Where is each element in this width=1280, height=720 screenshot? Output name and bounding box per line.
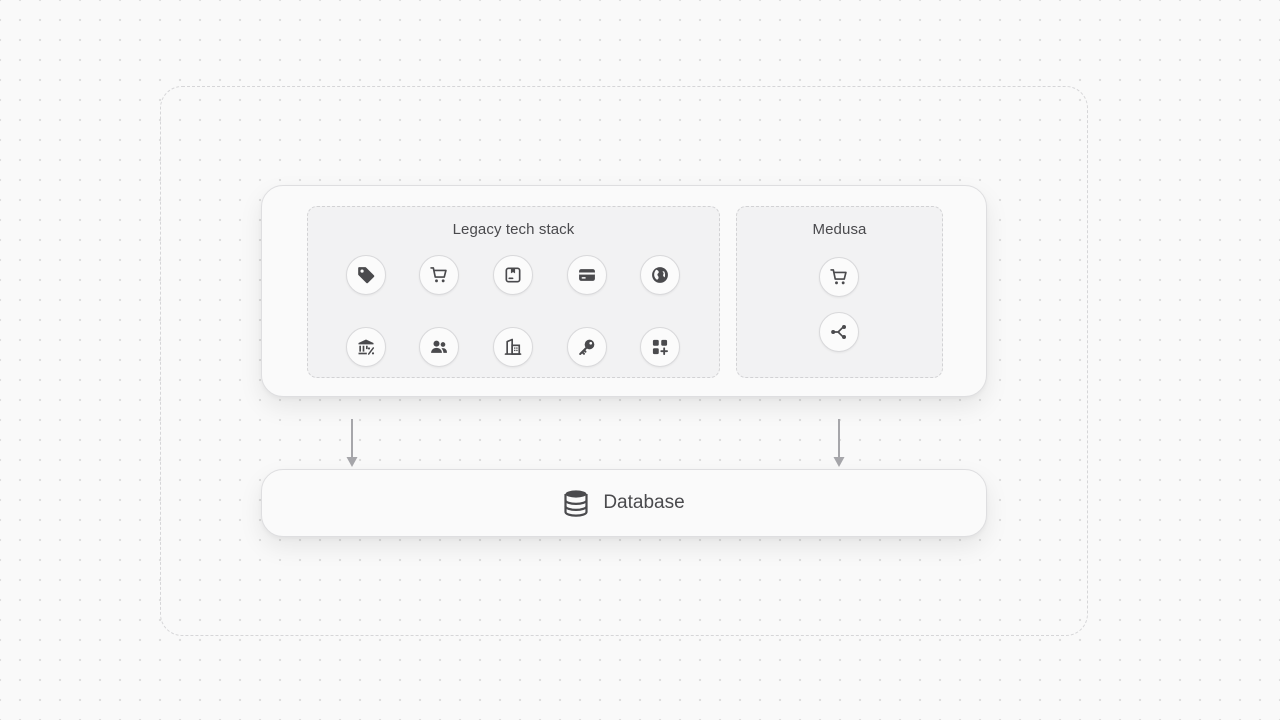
database-label: Database [603, 492, 685, 513]
legacy-tech-stack-group: Legacy tech stack [307, 206, 720, 378]
cart-icon [819, 257, 859, 297]
building-icon [493, 327, 533, 367]
system-boundary-frame [160, 86, 1088, 636]
globe-icon [640, 255, 680, 295]
database-icon [563, 489, 589, 517]
legacy-group-title: Legacy tech stack [452, 221, 575, 238]
database-card: Database [261, 469, 987, 537]
package-icon [493, 255, 533, 295]
arrow-medusa-to-database [833, 419, 845, 467]
key-icon [567, 327, 607, 367]
cart-icon [419, 255, 459, 295]
tax-bank-icon [346, 327, 386, 367]
credit-card-icon [567, 255, 607, 295]
tag-icon [346, 255, 386, 295]
arrow-legacy-to-database [346, 419, 358, 467]
workflow-icon [819, 312, 859, 352]
apps-plus-icon [640, 327, 680, 367]
medusa-group: Medusa [736, 206, 943, 378]
medusa-group-title: Medusa [812, 221, 867, 238]
application-layer-card: Legacy tech stack [261, 185, 987, 397]
users-icon [419, 327, 459, 367]
